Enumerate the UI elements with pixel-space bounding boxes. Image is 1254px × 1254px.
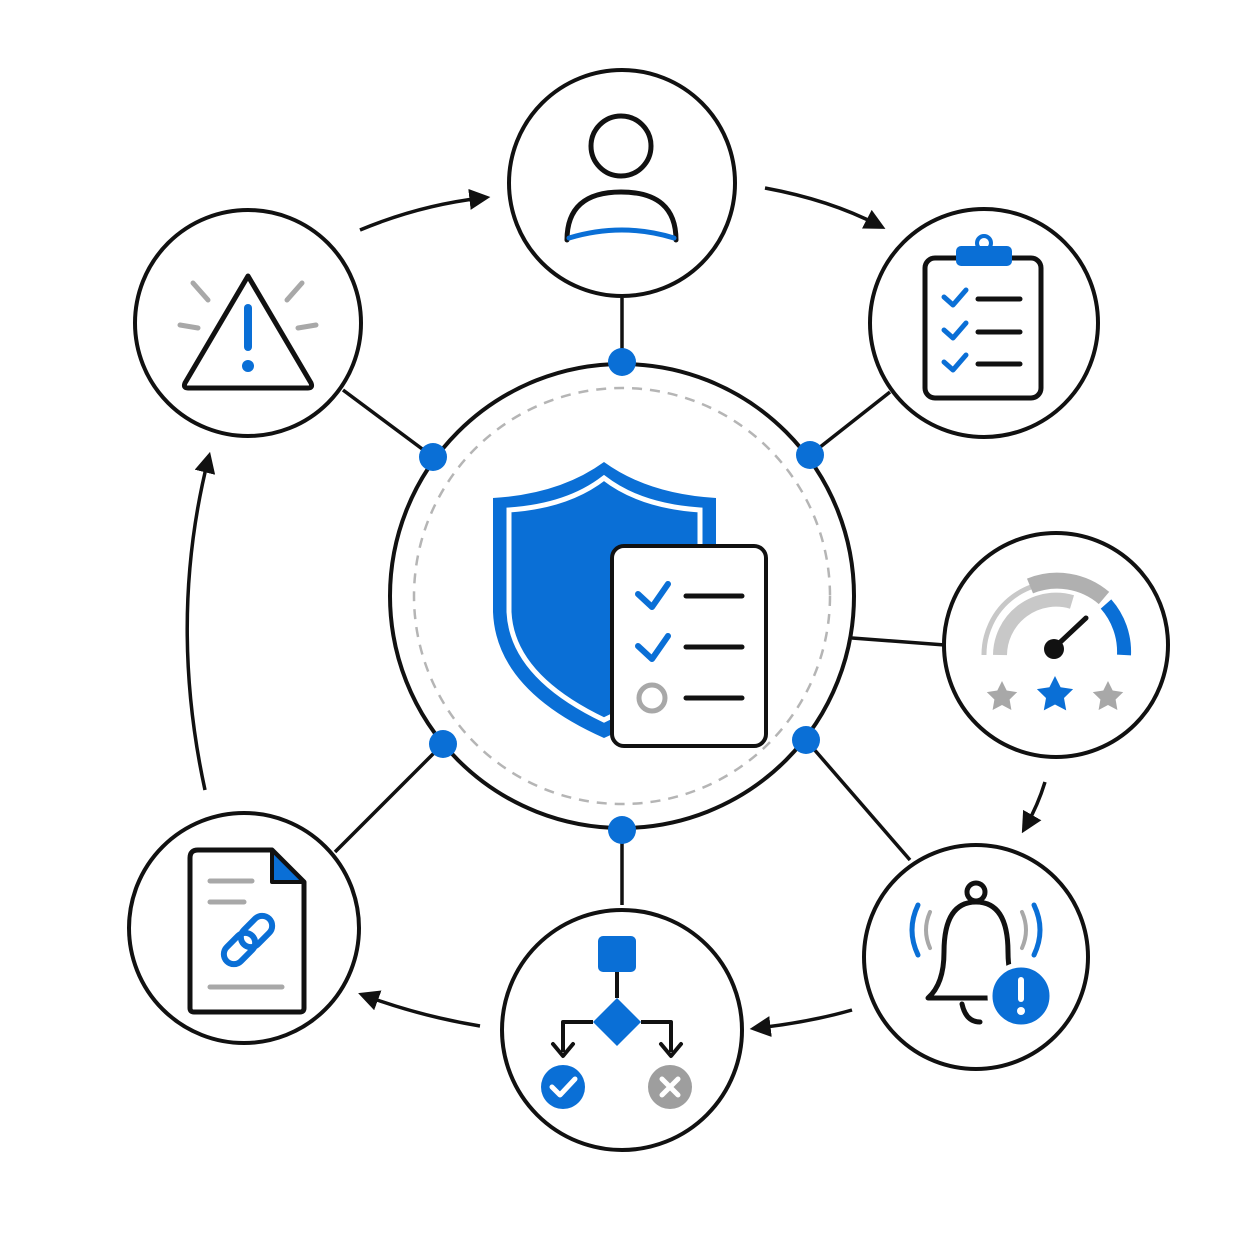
empty-check-icon [636, 682, 668, 714]
linked-document-icon [187, 847, 307, 1015]
node-decision [500, 908, 744, 1152]
chain-link-icon [220, 912, 276, 968]
junction-dot [608, 348, 636, 376]
flow-arrow-user-to-checklist [764, 186, 886, 229]
connector-document [333, 742, 445, 854]
bell-wave-right-2 [1020, 910, 1028, 950]
hub [388, 362, 856, 830]
flow-arrow-risk-to-user [359, 188, 491, 232]
flow-start-box [598, 936, 636, 972]
flow-branch-right-head [659, 1042, 683, 1058]
warning-ray-4 [295, 322, 319, 331]
chain-link-right [237, 912, 276, 951]
user-icon [564, 113, 679, 243]
shield-checklist-icon [493, 462, 768, 748]
star-left-icon [986, 681, 1018, 710]
connector-risk [341, 388, 435, 459]
gauge-pivot [1044, 639, 1064, 659]
bell-wave-left-1 [909, 902, 921, 958]
chain-link-left [220, 929, 259, 968]
bell-alert-icon [909, 880, 1055, 1030]
user-body [564, 189, 679, 243]
shield-inner-line [506, 474, 703, 723]
gauge-arc-inner-gray [993, 592, 1074, 656]
user-head [588, 113, 654, 179]
warning-triangle-icon [177, 273, 319, 391]
bell-top [964, 880, 988, 904]
alert-badge-dot [1017, 1007, 1025, 1015]
node-checklist [868, 207, 1100, 439]
flow-branch-right [641, 1020, 673, 1052]
flow-arrow-alert-to-decision [749, 1008, 853, 1037]
check-2-icon [635, 633, 671, 662]
junction-dots [419, 348, 824, 844]
flow-diamond [593, 998, 641, 1046]
clipboard-checklist-icon [922, 234, 1044, 401]
junction-dot [796, 441, 824, 469]
node-rating [942, 531, 1170, 759]
node-user [507, 68, 737, 298]
flow-arrow-rating-to-alert [1021, 781, 1047, 834]
check-1-icon [635, 581, 671, 610]
junction-dot [429, 730, 457, 758]
clipboard-check-2 [941, 320, 969, 341]
connector-rating [851, 636, 946, 647]
warning-ray-1 [190, 280, 211, 303]
bell-clapper [959, 1001, 983, 1025]
connector-checklist [808, 390, 892, 457]
connectors [333, 298, 946, 905]
flow-arrow-document-to-risk [185, 451, 216, 791]
approve-check [549, 1076, 578, 1098]
warning-dot [242, 360, 254, 372]
star-right-icon [1092, 681, 1124, 710]
bell-wave-left-2 [924, 910, 932, 950]
clipboard-clip [956, 246, 1012, 266]
approve-circle-icon [541, 1065, 585, 1109]
document-fold [270, 848, 306, 884]
flow-arrow-decision-to-document [358, 990, 481, 1028]
warning-ray-3 [284, 280, 305, 303]
junction-dot [792, 726, 820, 754]
node-alert [862, 843, 1090, 1071]
gauge-arc-blue [1100, 599, 1132, 656]
bell-wave-right-1 [1031, 902, 1043, 958]
flow-arrows [185, 186, 1047, 1037]
flow-branch-left [561, 1020, 593, 1052]
clipboard-check-1 [941, 287, 969, 308]
decision-flow-icon [541, 936, 692, 1109]
junction-dot [419, 443, 447, 471]
warning-ray-2 [177, 322, 201, 331]
clipboard-board [922, 255, 1044, 401]
reject-cross [659, 1076, 681, 1098]
clipboard-clip-hole [975, 234, 993, 252]
clipboard-check-3 [941, 352, 969, 373]
connector-alert [804, 738, 912, 862]
user-base-line [566, 227, 677, 241]
hub-dashed-ring [412, 386, 832, 806]
star-center-icon [1036, 676, 1074, 711]
node-document [127, 811, 361, 1045]
gauge-arc-mid-gray [1026, 572, 1110, 605]
junction-dot [608, 816, 636, 844]
flow-branch-left-head [551, 1042, 575, 1058]
gauge-rating-icon [981, 572, 1132, 711]
node-risk [133, 208, 363, 438]
